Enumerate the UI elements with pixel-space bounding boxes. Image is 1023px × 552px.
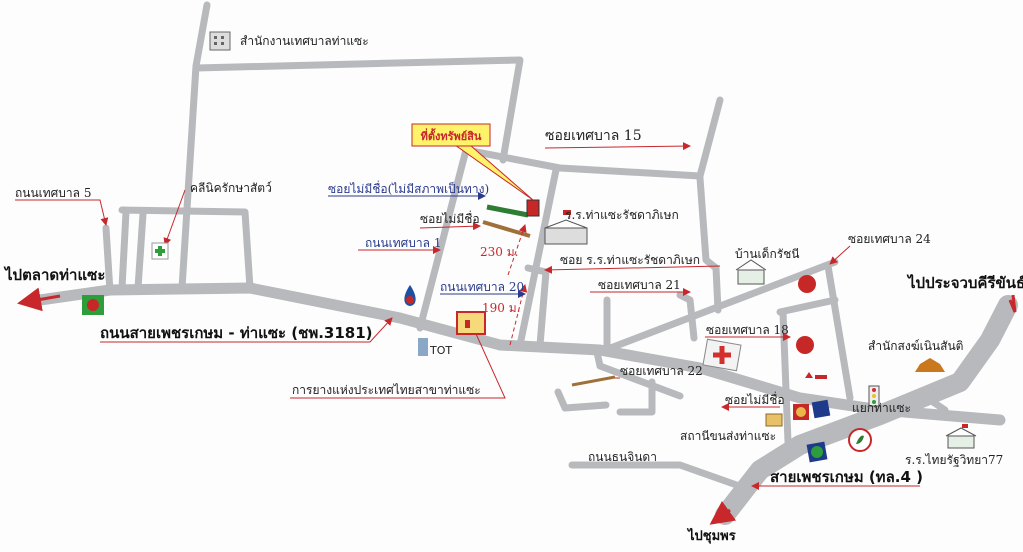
- label-leaders: [15, 142, 1017, 525]
- ptt-gas-icon: [404, 285, 416, 306]
- label-monastery: สำนักสงฆ์เนินสันติ: [868, 339, 963, 353]
- mitsubishi-logo-icon: [805, 372, 827, 379]
- hospital-cross-icon: [702, 338, 742, 372]
- label-to-market: ไปตลาดท่าแซะ: [3, 265, 105, 284]
- label-soi-24: ซอยเทศบาล 24: [848, 232, 931, 246]
- label-soi-22: ซอยเทศบาล 22: [620, 364, 703, 378]
- tot-building-icon: [418, 338, 428, 356]
- distance-190: 190 ม.: [482, 301, 520, 315]
- label-soi-unnamed-no-road: ซอยไม่มีชื่อ(ไม่มีสภาพเป็นทาง): [328, 180, 489, 196]
- bus-station-icon: [765, 413, 783, 427]
- vet-cross-icon: [151, 242, 169, 260]
- traffic-light-icon: [868, 385, 880, 407]
- red-logo-icon: [796, 275, 816, 354]
- label-soi-15: ซอยเทศบาล 15: [545, 128, 642, 144]
- rubber-authority-icon: [456, 311, 486, 335]
- property-callout-text: ที่ตั้งทรัพย์สิน: [421, 128, 482, 143]
- label-soi-18: ซอยเทศบาล 18: [706, 323, 789, 337]
- label-school-ratchada: ร.ร.ท่าแซะรัชดาภิเษก: [565, 208, 679, 222]
- label-road-1: ถนนเทศบาล 1: [365, 236, 441, 250]
- label-soi-school: ซอย ร.ร.ท่าแซะรัชดาภิเษก: [560, 253, 700, 267]
- label-thanon-thonjinda: ถนนธนจินดา: [588, 450, 657, 464]
- label-soi-21: ซอยเทศบาล 21: [598, 278, 681, 292]
- unnamed-soi-brown: [482, 220, 531, 238]
- office-building-icon: [209, 31, 231, 51]
- distance-230: 230 ม.: [480, 245, 518, 259]
- label-municipal-office: สำนักงานเทศบาลท่าแซะ: [240, 34, 369, 48]
- label-soi-unnamed: ซอยไม่มีชื่อ: [420, 210, 480, 226]
- label-vet-clinic: คลีนิครักษาสัตว์: [190, 181, 272, 195]
- school-icon: [544, 210, 588, 245]
- label-road-5: ถนนเทศบาล 5: [15, 186, 91, 200]
- label-rubber-authority: การยางแห่งประเทศไทยสาขาท่าแซะ: [292, 383, 481, 397]
- soi-22-brown: [571, 375, 616, 387]
- label-bus-station: สถานีขนส่งท่าแซะ: [680, 429, 776, 443]
- label-children-home: บ้านเด็กรัชนี: [735, 246, 800, 261]
- label-road-20: ถนนเทศบาล 20: [440, 280, 524, 294]
- label-tot: TOT: [429, 344, 452, 357]
- label-to-prachuap: ไปประจวบคีรีขันธ์: [906, 273, 1023, 292]
- market-flag-icon: [82, 295, 104, 315]
- property-callout: ที่ตั้งทรัพย์สิน: [411, 123, 534, 201]
- property-plot: [526, 199, 540, 217]
- roads: [34, 1, 1018, 525]
- label-soi-unnamed-2: ซอยไม่มีชื่อ: [725, 391, 785, 407]
- bank-logos-icon: [793, 399, 872, 463]
- label-junction: แยกท่าแซะ: [852, 401, 911, 415]
- label-school-thairat: ร.ร.ไทยรัฐวิทยา77: [905, 453, 1003, 467]
- property-marker[interactable]: [482, 199, 616, 387]
- label-main-road: ถนนสายเพชรเกษม - ท่าแซะ (ชพ.3181): [100, 324, 373, 342]
- unnamed-soi-green: [486, 204, 529, 218]
- children-home-icon: [735, 259, 767, 285]
- school-thairat-icon: [945, 424, 977, 449]
- label-highway-4: สายเพชรเกษม (ทล.4 ): [770, 468, 923, 486]
- label-to-chumphon: ไปชุมพร: [686, 527, 736, 544]
- temple-icon: [915, 358, 945, 372]
